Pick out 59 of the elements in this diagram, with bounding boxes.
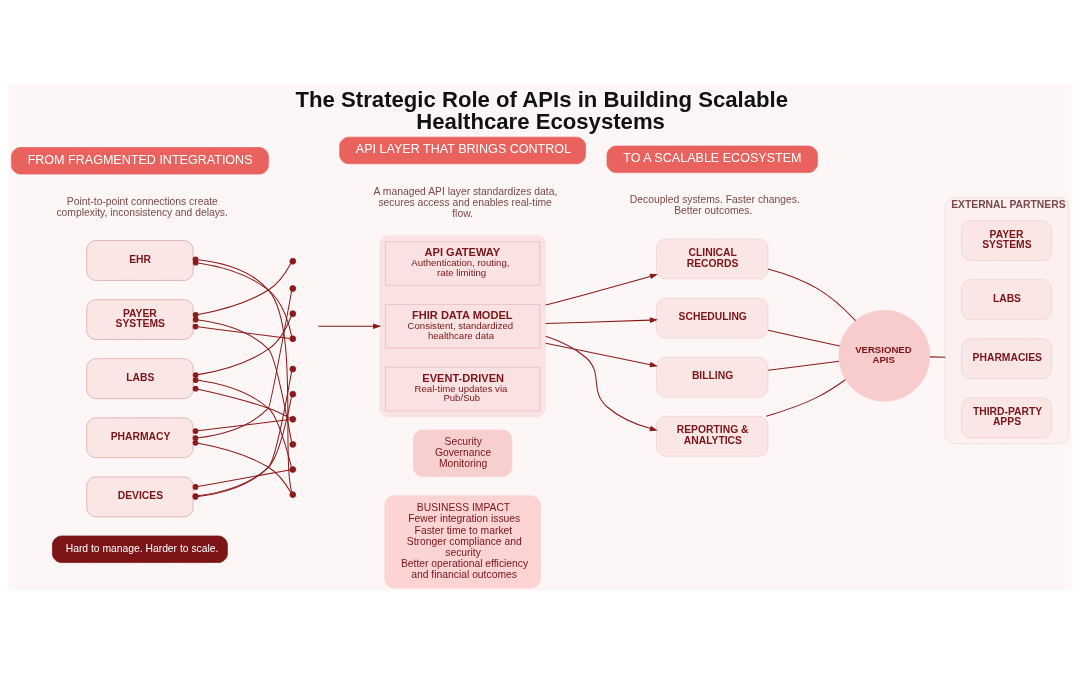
node-box: API GATEWAY Authentication, routing, rate limiting: [385, 241, 541, 286]
arrow: [545, 342, 658, 368]
node-box: PAYER SYSTEMS: [961, 220, 1052, 261]
node-circle: [289, 365, 297, 373]
node-box: API LAYER THAT BRINGS CONTROL: [339, 136, 586, 165]
arrow: [545, 273, 658, 306]
node-circle: [289, 310, 297, 317]
connector: [192, 377, 292, 468]
node-circle: [289, 390, 297, 398]
node-circle: [289, 257, 297, 265]
connector: [767, 329, 841, 347]
connector: [192, 290, 293, 441]
arrow: [545, 317, 658, 325]
node-box: BILLING: [656, 356, 769, 398]
node-box: EVENT-DRIVEN Real-time updates via Pub/Sub: [385, 366, 541, 412]
connector: [192, 419, 291, 434]
connector: [767, 360, 840, 371]
node-box: PAYER SYSTEMS: [86, 299, 194, 340]
label: A managed API layer standardizes data, secures access and enables real-time flow.: [373, 185, 558, 219]
node-box: PHARMACIES: [961, 338, 1052, 380]
node-box: DEVICES: [86, 476, 194, 518]
node-box: REPORTING & ANALYTICS: [656, 415, 769, 457]
node-circle: [289, 466, 297, 473]
label: Point-to-point connections create complexity, inconsistency and delays.: [56, 195, 228, 218]
node-box: EHR: [86, 240, 194, 281]
node-circle: [289, 491, 297, 498]
node-circle: [289, 285, 297, 292]
node-box: THIRD-PARTY APPS: [961, 397, 1052, 439]
label: Decoupled systems. Faster changes. Better outcomes.: [629, 194, 800, 217]
connector: [192, 371, 293, 500]
node-box: FHIR DATA MODEL Consistent, standardized healthcare data: [385, 304, 541, 349]
node-circle: VERSIONED APIS: [838, 309, 931, 402]
node-box: Hard to manage. Harder to scale.: [52, 535, 228, 563]
connector: [765, 379, 846, 417]
arrow: [545, 335, 658, 432]
node-box: LABS: [86, 358, 194, 399]
connector: [192, 469, 291, 490]
diagram-title: The Strategic Role of APIs in Building Scalable Healthcare Ecosystems: [295, 86, 789, 135]
node-box: LABS: [961, 279, 1052, 320]
node-box: SCHEDULING: [656, 297, 769, 339]
node-circle: [289, 335, 297, 343]
node-box: BUSINESS IMPACT Fewer integration issues Faster time to market Stronger compliance and security Better operational efficiency and financial outcomes: [384, 495, 541, 589]
node-circle: [289, 415, 297, 423]
node-box: PHARMACY: [86, 417, 194, 459]
node-circle: [289, 441, 297, 448]
node-box: Security Governance Monitoring: [413, 429, 513, 477]
connector: [192, 323, 291, 339]
connector: [192, 385, 291, 419]
node-box: FROM FRAGMENTED INTEGRATIONS: [11, 147, 269, 175]
connector: [192, 263, 292, 318]
node-box: TO A SCALABLE ECOSYSTEM: [606, 145, 818, 173]
arrow: [317, 323, 382, 330]
connector: [767, 268, 857, 322]
connector: [192, 316, 293, 443]
connector: [192, 315, 292, 378]
connector: [929, 356, 946, 358]
connector: [192, 439, 292, 493]
connector: [192, 396, 292, 499]
node-box: CLINICAL RECORDS: [656, 238, 769, 280]
